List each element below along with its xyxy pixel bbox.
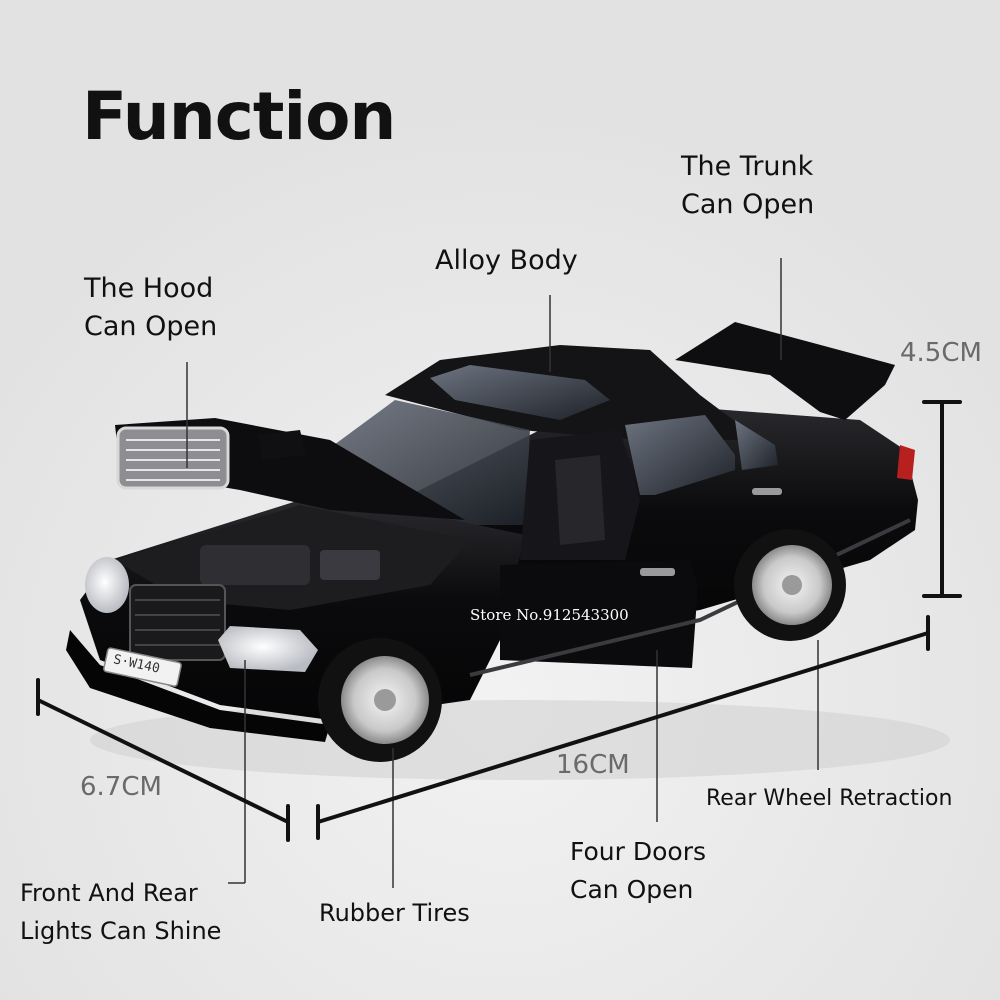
front-grille xyxy=(129,584,226,661)
engine-cover xyxy=(320,550,380,580)
door-handle xyxy=(640,568,675,576)
rear-door-handle xyxy=(752,488,782,495)
page-title: Function xyxy=(82,78,396,155)
rear-hub xyxy=(782,575,802,595)
trunk-callout-line-1: The Trunk xyxy=(681,151,814,182)
trunk-callout-line-2: Can Open xyxy=(681,189,815,220)
engine-block xyxy=(200,545,310,585)
rear-wheel-callout: Rear Wheel Retraction xyxy=(706,784,952,814)
trunk-lid xyxy=(675,322,895,420)
width-dimension-label: 6.7CM xyxy=(80,772,162,802)
tires-callout-text: Rubber Tires xyxy=(319,899,470,927)
front-hub xyxy=(374,689,396,711)
length-dimension-label: 16CM xyxy=(556,750,630,780)
doors-callout: Four Doors Can Open xyxy=(570,833,706,909)
license-plate xyxy=(103,647,182,687)
rear-window xyxy=(625,415,735,495)
lights-callout: Front And Rear Lights Can Shine xyxy=(20,874,221,950)
seat xyxy=(555,455,605,545)
trunk-callout: The Trunk Can Open xyxy=(681,148,814,224)
doors-callout-line-1: Four Doors xyxy=(570,837,706,866)
sunroof xyxy=(430,365,610,420)
right-headlight xyxy=(218,626,318,672)
hood-callout-line-2: Can Open xyxy=(84,311,218,342)
hood-callout-line-1: The Hood xyxy=(84,273,214,304)
hood-grille xyxy=(116,426,230,490)
side-mirror xyxy=(258,430,306,460)
lights-callout-line-2: Lights Can Shine xyxy=(20,917,222,945)
alloy-callout: Alloy Body xyxy=(435,242,578,280)
doors-callout-line-2: Can Open xyxy=(570,875,694,904)
left-headlight xyxy=(85,557,129,613)
lights-callout-line-1: Front And Rear xyxy=(20,879,198,907)
alloy-callout-text: Alloy Body xyxy=(435,245,578,276)
quarter-window xyxy=(735,420,778,470)
rear-wheel-callout-text: Rear Wheel Retraction xyxy=(706,786,953,811)
height-dimension-label: 4.5CM xyxy=(900,338,982,368)
hood-callout: The Hood Can Open xyxy=(84,270,217,346)
store-watermark: Store No.912543300 xyxy=(470,606,629,624)
tires-callout: Rubber Tires xyxy=(319,898,470,928)
tail-light xyxy=(897,445,915,480)
